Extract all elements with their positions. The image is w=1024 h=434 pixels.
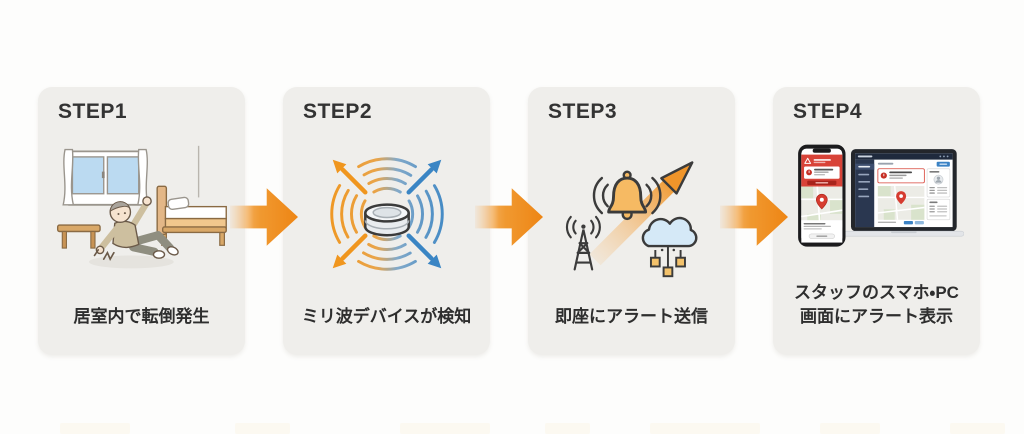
step-card-4: STEP4 bbox=[773, 87, 980, 355]
cloud-network-icon bbox=[641, 216, 697, 278]
bell-icon bbox=[592, 170, 662, 221]
radio-tower-icon bbox=[565, 215, 601, 271]
step4-caption: スタッフのスマホ・PC 画面にアラート表示 bbox=[794, 283, 959, 327]
send-arrow-head bbox=[659, 161, 693, 195]
side-table-icon bbox=[56, 224, 101, 249]
step-card-3: STEP3 bbox=[528, 87, 735, 355]
step-card-1: STEP1 bbox=[38, 87, 245, 355]
step3-caption: 即座にアラート送信 bbox=[555, 307, 708, 327]
step4-illustration-area bbox=[789, 123, 964, 281]
step2-caption: ミリ波デバイスが検知 bbox=[301, 307, 472, 327]
mmwave-device-radar-icon bbox=[329, 157, 444, 271]
smartphone-alert-icon bbox=[798, 144, 846, 247]
smartphone-laptop-alert-illustration bbox=[798, 144, 964, 247]
step2-title: STEP2 bbox=[303, 100, 373, 123]
step1-title: STEP1 bbox=[58, 100, 128, 123]
cropped-bottom-decoration bbox=[0, 420, 1024, 434]
step1-illustration-area bbox=[54, 123, 229, 305]
step4-title: STEP4 bbox=[793, 100, 863, 123]
send-arrow-shaft bbox=[589, 178, 676, 266]
step3-title: STEP3 bbox=[548, 100, 618, 123]
step1-caption: 居室内で転倒発生 bbox=[73, 307, 210, 327]
window-icon bbox=[62, 148, 149, 206]
radar-wave-arcs bbox=[329, 157, 444, 271]
bedroom-fall-illustration bbox=[56, 145, 227, 269]
bed-icon bbox=[156, 185, 227, 247]
fallen-person-icon bbox=[93, 196, 179, 262]
step2-illustration-area bbox=[299, 123, 474, 305]
laptop-dashboard-icon bbox=[843, 149, 964, 237]
step3-illustration-area bbox=[544, 123, 719, 305]
step-card-2: STEP2 bbox=[283, 87, 490, 355]
mmwave-sensor-device bbox=[363, 203, 410, 237]
alert-bell-transmission-icon bbox=[565, 161, 697, 278]
